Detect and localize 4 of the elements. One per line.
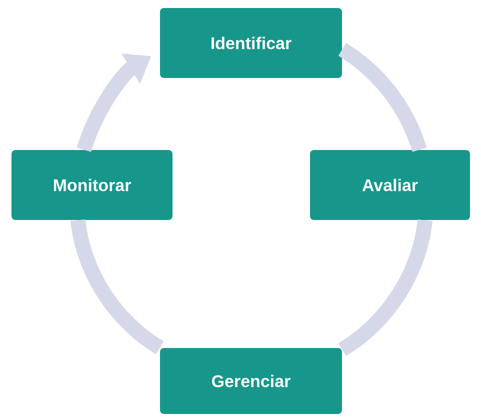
process-box: Monitorar — [12, 150, 172, 220]
process-box: Identificar — [160, 8, 342, 78]
process-box: Gerenciar — [160, 348, 342, 414]
process-box: Avaliar — [310, 150, 470, 220]
